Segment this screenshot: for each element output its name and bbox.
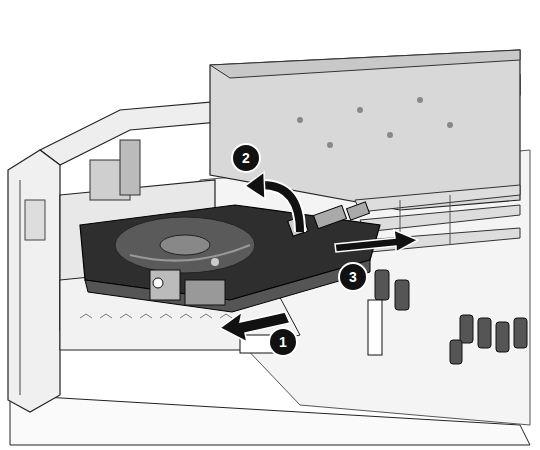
callout-number: 2	[231, 143, 261, 173]
callout-number: 1	[268, 327, 298, 357]
callout-number: 3	[338, 262, 368, 292]
